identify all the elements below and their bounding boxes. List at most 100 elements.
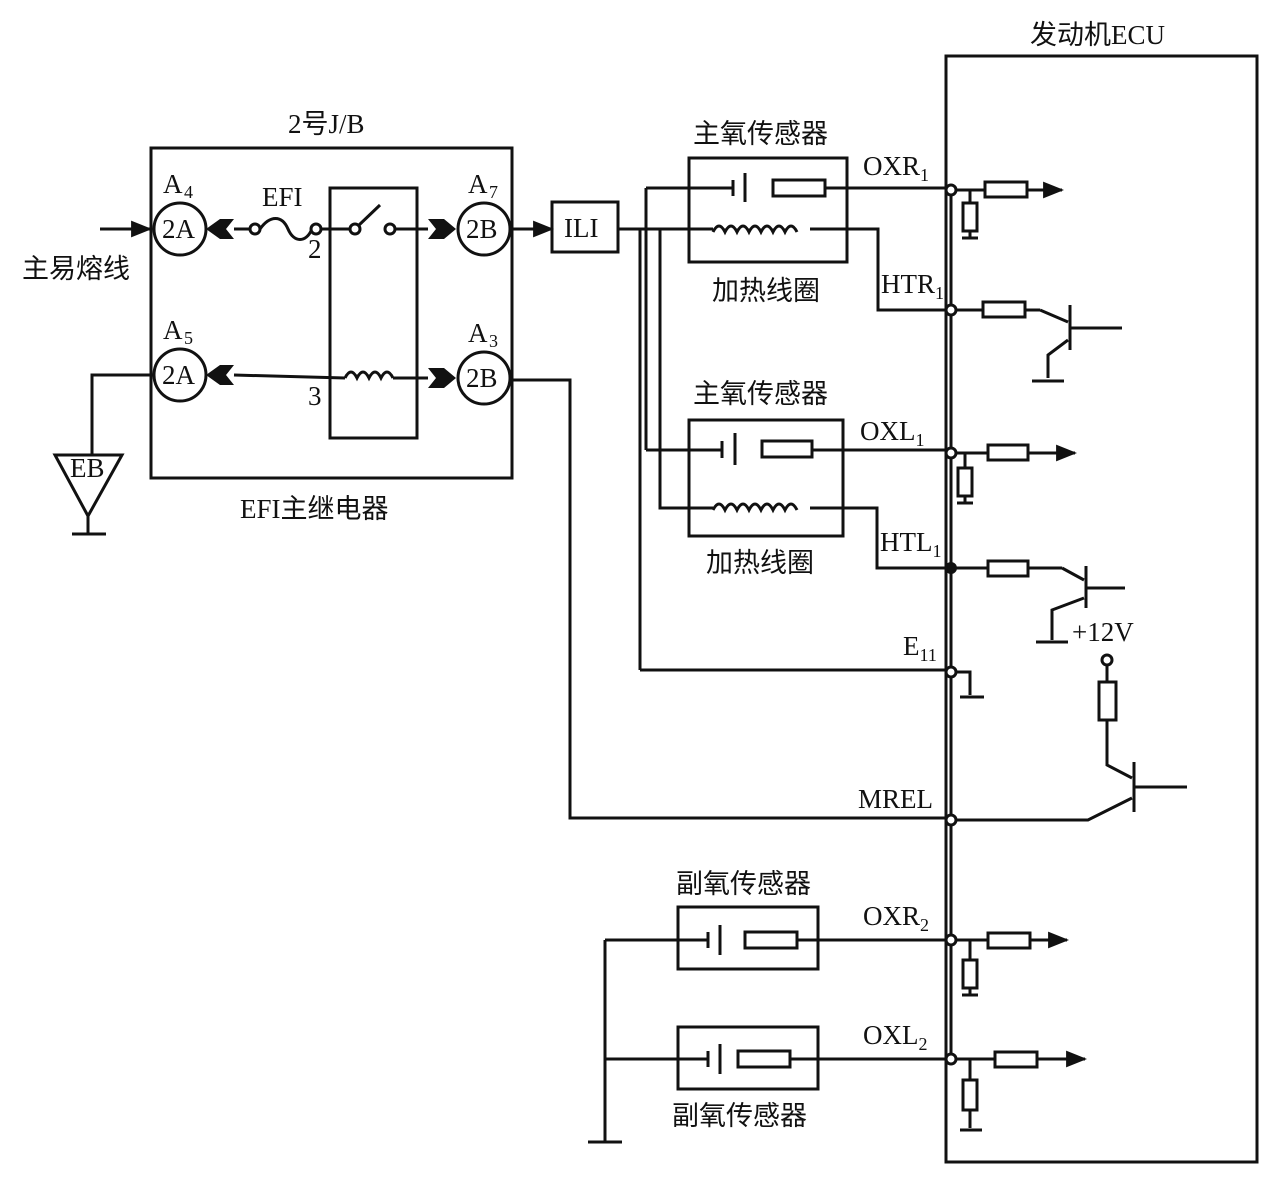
htl1-transistor-emitter [1050, 596, 1085, 640]
connector-a4: 2A A 4 [152, 169, 234, 257]
relay-switch-blade [356, 203, 382, 228]
oxl2-pulldown-resistor [961, 1078, 979, 1112]
svg-text:OXL2: OXL2 [863, 1020, 928, 1054]
efi-main-relay-box [328, 186, 419, 440]
svg-text:OXR2: OXR2 [863, 901, 929, 935]
connector-a7: 2B A 7 [428, 169, 512, 257]
ili-box [550, 200, 620, 254]
svg-text:E11: E11 [903, 631, 937, 665]
mrel-transistor-collector [1105, 720, 1133, 780]
mrel-transistor-emitter [956, 796, 1133, 822]
heater-coil-upper-label: 加热线圈 [712, 276, 820, 306]
mrel-supply-terminal [1100, 653, 1114, 667]
main-o2-sensor-lower-label: 主氧传感器 [693, 379, 828, 409]
heater-coil-lower-label: 加热线圈 [706, 548, 814, 578]
oxl1-internal-resistor [986, 443, 1030, 462]
sub-o2-lower-resistor [736, 1049, 792, 1069]
relay-coil-wire-left [233, 373, 346, 380]
connector-a5-letter: A [163, 315, 183, 345]
htr1-internal-resistor [981, 300, 1027, 319]
main-o2-sensor-lower-box [687, 418, 845, 538]
main-o2-lower-heater-coil [711, 502, 799, 514]
efi-fuse-label: EFI [262, 182, 303, 212]
htl1-wire [810, 506, 945, 570]
oxr1-pulldown-resistor [961, 201, 979, 233]
eb-label: EB [70, 453, 105, 483]
connector-a3-letter: A [468, 318, 488, 348]
node-oxl2 [944, 1052, 958, 1066]
ili-label: ILI [564, 213, 598, 243]
a3-to-mrel-wire [510, 378, 945, 820]
efi-fuse-symbol [258, 217, 314, 241]
main-o2-sensor-upper-box [687, 156, 849, 264]
oxr1-internal-resistor [983, 180, 1029, 199]
connector-a3-number: 3 [489, 331, 498, 351]
svg-text:OXR1: OXR1 [863, 151, 929, 185]
oxl2-internal-resistor [993, 1050, 1039, 1069]
connector-a3-code: 2B [466, 363, 498, 393]
connector-a5-number: 5 [184, 328, 193, 348]
htr1-transistor-emitter [1046, 338, 1069, 378]
sub-o2-sensor-lower-label: 副氧传感器 [672, 1101, 807, 1131]
eb-ground-symbol [52, 453, 125, 520]
main-o2-upper-heater-coil [711, 224, 799, 236]
relay-switch-pivot [348, 222, 362, 236]
connector-a4-number: 4 [184, 182, 193, 202]
relay-switch-contact [383, 222, 397, 236]
connector-a5-code: 2A [162, 360, 196, 390]
main-o2-sensor-upper-label: 主氧传感器 [693, 119, 828, 149]
node-htl1 [945, 562, 957, 574]
fuse-terminal-right [309, 222, 323, 236]
oxr2-pulldown-resistor [961, 958, 979, 990]
pin-oxr2-label: OXR2 [863, 901, 929, 935]
oxr2-internal-resistor [986, 931, 1032, 950]
pin-oxr1-label: OXR1 [863, 151, 929, 185]
junction-block-box [149, 146, 514, 480]
node-htr1 [944, 303, 958, 317]
a5-to-eb-wire [90, 373, 154, 455]
pin-e11-label: E11 [903, 631, 937, 665]
relay-pin-2-label: 2 [308, 234, 322, 264]
plus-12v-label: +12V [1072, 617, 1134, 647]
connector-a3: 2B A 3 [428, 318, 512, 406]
svg-text:HTL1: HTL1 [880, 527, 941, 561]
connector-a7-letter: A [468, 169, 488, 199]
heater-lower-feed-wire [658, 495, 713, 510]
ecu-box [944, 54, 1259, 1164]
oxl1-pulldown-resistor [956, 466, 974, 498]
pin-oxl1-label: OXL1 [860, 416, 925, 450]
e11-ground-lead [956, 670, 972, 695]
htl1-transistor-collector [1061, 566, 1085, 582]
pin-htr1-label: HTR1 [881, 269, 944, 303]
main-fusible-link-label: 主易熔线 [22, 254, 130, 284]
sub-o2-sensor-upper-label: 副氧传感器 [676, 869, 811, 899]
svg-text:HTR1: HTR1 [881, 269, 944, 303]
relay-pin-3-label: 3 [308, 381, 322, 411]
pin-htl1-label: HTL1 [880, 527, 941, 561]
mrel-bias-resistor [1097, 680, 1118, 722]
htr1-wire [810, 227, 945, 312]
fuse-terminal-left [248, 222, 262, 236]
node-oxr2 [944, 933, 958, 947]
pin-mrel-label: MREL [858, 784, 933, 814]
node-oxr1 [944, 183, 958, 197]
node-oxl1 [944, 446, 958, 460]
main-o2-upper-resistor [771, 178, 827, 198]
pin-oxl2-label: OXL2 [863, 1020, 928, 1054]
htr1-transistor-collector [1039, 308, 1069, 324]
relay-coil-symbol [343, 370, 395, 382]
connector-a7-number: 7 [489, 182, 498, 202]
junction-block-title: 2号J/B [288, 109, 365, 139]
connector-a4-code: 2A [162, 214, 196, 244]
connector-a7-code: 2B [466, 214, 498, 244]
sub-o2-sensor-upper-box [676, 905, 820, 971]
node-e11 [944, 665, 958, 679]
connector-a4-letter: A [163, 169, 183, 199]
svg-text:OXL1: OXL1 [860, 416, 925, 450]
connector-a5: 2A A 5 [152, 315, 234, 403]
ecu-title: 发动机ECU [1030, 20, 1165, 50]
sub-o2-upper-resistor [743, 930, 799, 950]
main-o2-lower-resistor [760, 439, 814, 459]
node-mrel [944, 813, 958, 827]
